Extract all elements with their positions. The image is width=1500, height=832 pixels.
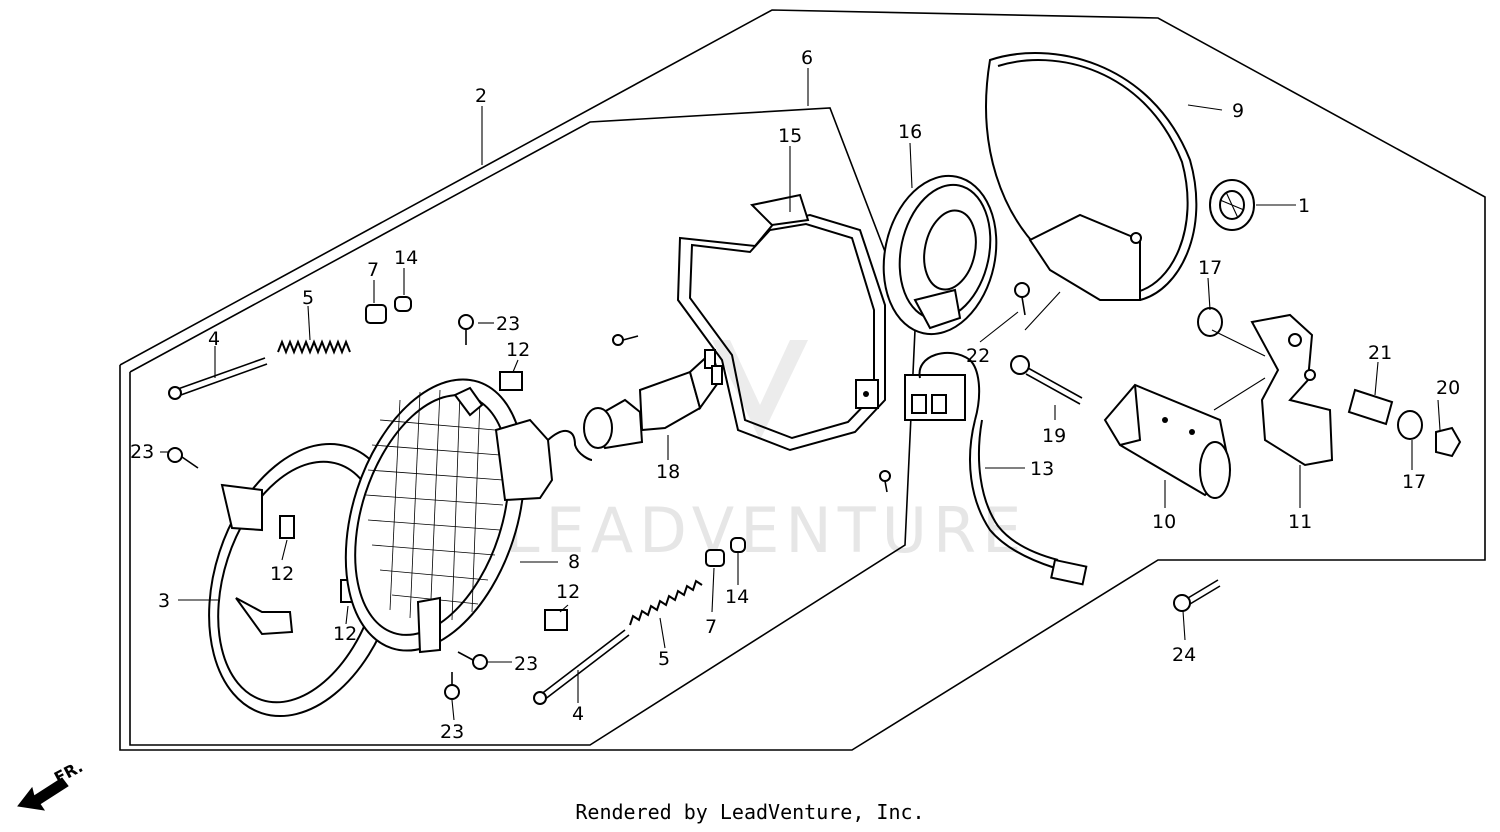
- leader-lines: [160, 68, 1441, 721]
- assembly-boundary-outline: [119, 9, 1486, 751]
- callout-9: 9: [1232, 100, 1244, 122]
- callout-1: 1: [1298, 195, 1310, 217]
- callout-14-upper: 14: [394, 247, 418, 269]
- callout-4-upper: 4: [208, 328, 220, 350]
- callout-23-lower-right: 23: [514, 653, 538, 675]
- sub-assembly-boundary-outline: [129, 107, 916, 746]
- footer-credit: Rendered by LeadVenture, Inc.: [575, 800, 925, 824]
- callout-3: 3: [158, 590, 170, 612]
- callout-7-upper: 7: [367, 259, 379, 281]
- grommet-part: [1209, 179, 1255, 231]
- callout-8: 8: [568, 551, 580, 573]
- callout-12-lower: 12: [556, 581, 580, 603]
- callout-16: 16: [898, 121, 922, 143]
- callout-10: 10: [1152, 511, 1176, 533]
- callout-22: 22: [966, 345, 990, 367]
- callout-19: 19: [1042, 425, 1066, 447]
- callout-7-lower: 7: [705, 616, 717, 638]
- callout-12-rim-left: 12: [270, 563, 294, 585]
- callout-12-upper: 12: [506, 339, 530, 361]
- callout-4-lower: 4: [572, 703, 584, 725]
- callout-12-rim-right: 12: [333, 623, 357, 645]
- callout-23-bottom: 23: [440, 721, 464, 743]
- watermark-logo: [712, 340, 808, 440]
- callout-20: 20: [1436, 377, 1460, 399]
- callout-23-top: 23: [496, 313, 520, 335]
- callout-5-lower: 5: [658, 648, 670, 670]
- headlight-socket-part: [904, 351, 1088, 586]
- callout-2: 2: [475, 85, 487, 107]
- callout-21: 21: [1368, 342, 1392, 364]
- callout-labels: 1 2 3 4 4 5 5 6 7 7 8 9 10 11 12 12 12 1…: [130, 47, 1460, 743]
- halogen-bulb-part: [583, 349, 723, 450]
- callout-6: 6: [801, 47, 813, 69]
- headlight-stay-part: [1250, 313, 1334, 467]
- watermark-text: LEADVENTURE: [505, 494, 1027, 567]
- callout-5-upper: 5: [302, 287, 314, 309]
- hardware-parts: [167, 282, 1462, 705]
- callout-24: 24: [1172, 644, 1196, 666]
- callout-17-upper: 17: [1198, 257, 1222, 279]
- callout-14-lower: 14: [725, 586, 749, 608]
- headlight-shell-part: [985, 52, 1198, 302]
- callout-11: 11: [1288, 511, 1312, 533]
- relay-unit-part: [1103, 383, 1232, 499]
- callout-13: 13: [1030, 458, 1054, 480]
- callout-15: 15: [778, 125, 802, 147]
- callout-18: 18: [656, 461, 680, 483]
- callout-17-lower: 17: [1402, 471, 1426, 493]
- callout-23-left: 23: [130, 441, 154, 463]
- case-bracket-part: [676, 193, 886, 452]
- headlight-case-part: [882, 174, 998, 336]
- sealed-beam-unit-part: [344, 378, 593, 654]
